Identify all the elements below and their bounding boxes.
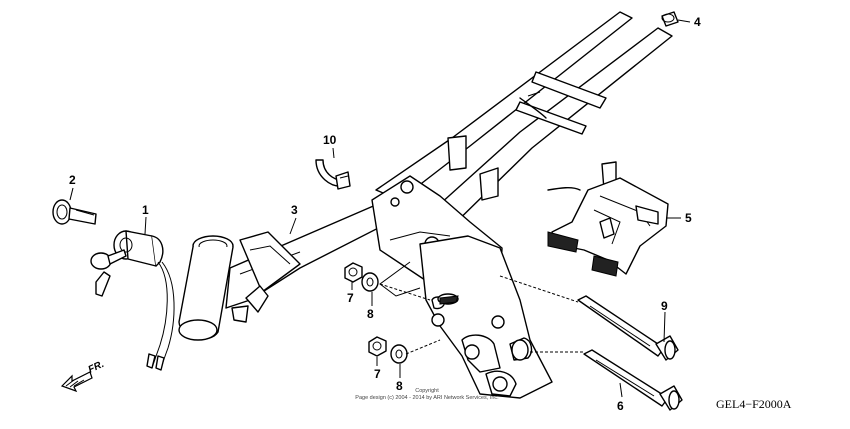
front-label: FR. [87,359,106,376]
callout-4: 4 [694,15,701,29]
part-1-ignition-switch[interactable] [90,230,175,371]
part-4-cap[interactable] [661,11,679,27]
part-10-clamp[interactable] [315,159,351,190]
front-direction-arrow: FR. [60,359,106,393]
copyright-text: Page design (c) 2004 - 2014 by ARI Netwo… [355,395,499,401]
copyright-title: Copyright [415,388,439,394]
callout-7-lower: 7 [374,367,381,381]
callout-1: 1 [142,203,149,217]
callout-9: 9 [661,299,668,313]
part-2-key-blank[interactable] [52,199,97,225]
callout-8-lower: 8 [396,379,403,393]
part-9-long-bolt[interactable] [577,295,679,361]
callout-10: 10 [323,133,337,147]
diagram-code: GEL4−F2000A [716,397,792,411]
part-3-main-frame[interactable] [178,11,673,399]
callout-6: 6 [617,399,624,413]
callout-8-upper: 8 [367,307,374,321]
part-6-bolt[interactable] [583,349,683,411]
part-7-nut-upper[interactable] [344,262,363,283]
part-8-washer-lower[interactable] [390,344,408,364]
part-7-nut-lower[interactable] [368,336,387,357]
leader-lines [69,19,691,398]
callout-5: 5 [685,211,692,225]
callout-7-upper: 7 [347,291,354,305]
callout-3: 3 [291,203,298,217]
part-8-washer-upper[interactable] [361,272,379,292]
part-5-mount-bracket[interactable] [547,177,669,277]
callout-2: 2 [69,173,76,187]
